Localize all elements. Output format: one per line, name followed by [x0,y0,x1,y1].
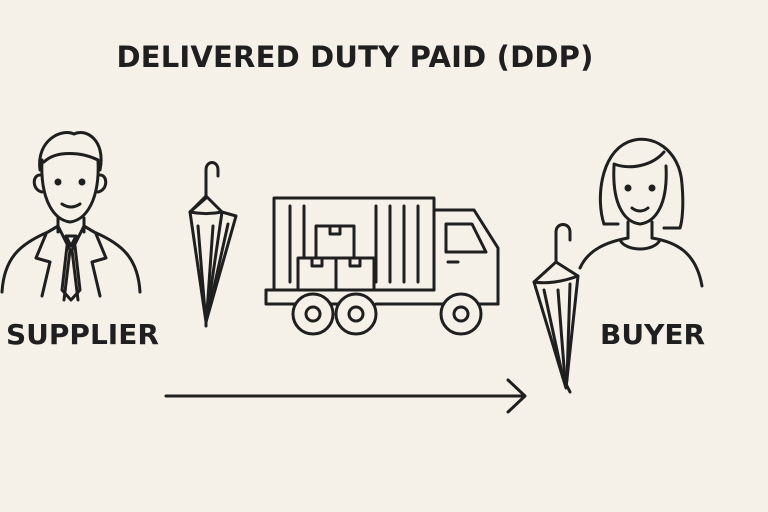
delivery-truck-icon [264,196,500,336]
buyer-person-icon [578,137,704,288]
supplier-label: SUPPLIER [6,318,159,351]
supplier-person-icon [0,131,142,302]
umbrella-left-icon [188,161,238,328]
arrow-right-icon [164,378,527,414]
umbrella-right-icon [532,223,580,394]
diagram-title: DELIVERED DUTY PAID (DDP) [116,40,594,74]
buyer-label: BUYER [600,318,706,351]
